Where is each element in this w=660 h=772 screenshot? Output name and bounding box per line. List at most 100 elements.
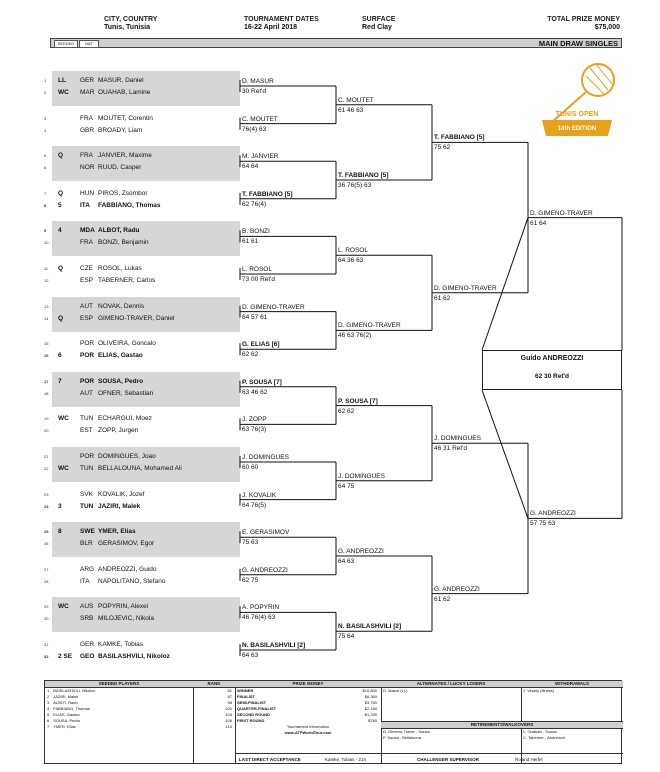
prize-round: SECOND ROUND xyxy=(237,712,270,717)
round-winner: P. SOUSA [7] xyxy=(242,378,282,386)
round-winner: G. ANDREOZZI xyxy=(434,585,480,593)
nationality: AUS xyxy=(80,603,94,611)
prize-row: FINALIST$6,360 xyxy=(235,694,381,700)
player-row: 13 AUT NOVAK, Dennis xyxy=(44,301,240,313)
seed-label: 7 xyxy=(58,377,62,385)
round-winner: D. GIMENO-TRAVER xyxy=(434,284,497,292)
player-name: ANDREOZZI, Guido xyxy=(98,565,157,573)
site-link[interactable]: www.ATPWorldTour.com xyxy=(284,730,332,735)
seed-label: WC xyxy=(58,89,69,96)
draw-number: 11 xyxy=(44,266,49,271)
tournament-logo: TUNIS OPEN 14th EDITION xyxy=(532,56,622,146)
seeded-rank: 106 xyxy=(225,718,232,723)
player-row: 3 FRA MOUTET, Corentin xyxy=(44,113,240,125)
draw-number: 28 xyxy=(44,578,49,584)
draw-number: 27 xyxy=(44,566,49,572)
player-name: ALBOT, Radu xyxy=(98,227,140,235)
seed-number: 6 xyxy=(47,718,50,723)
prize-amount: $1,290 xyxy=(364,712,377,717)
player-name: BASILASHVILI, Nikoloz xyxy=(98,653,170,660)
round-winner: N. BASILASHVILI [2] xyxy=(338,623,402,631)
player-name: MILOJEVIC, Nikola xyxy=(98,615,154,623)
round-winner: C. MOUTET xyxy=(338,96,374,104)
player-name: ZOPP, Jurgen xyxy=(98,427,139,435)
draw-number: 19 xyxy=(44,416,49,422)
withdrawal-entry: J. Vesely (Illness) xyxy=(523,688,555,693)
round-winner: T. FABBIANO [5] xyxy=(434,134,485,142)
nationality: FRA xyxy=(80,114,93,122)
prize-row: WINNER$10,800 xyxy=(235,688,381,694)
draw-number: 13 xyxy=(44,303,49,309)
seeded-player-name: ELIAS, Gastao xyxy=(53,712,80,717)
nationality: NOR xyxy=(80,164,95,172)
acceptance-row: LAST DIRECT ACCEPTANCE Kamke, Tobias - 2… xyxy=(235,753,623,765)
seed-label: WC xyxy=(58,415,69,423)
player-name: BROADY, Liam xyxy=(98,126,143,134)
match-score: 75 62 xyxy=(434,144,451,152)
round-winner: N. BASILASHVILI [2] xyxy=(242,642,306,649)
draw-number: 3 xyxy=(44,115,47,121)
nationality: MAR xyxy=(80,89,95,96)
match-score: 63 76(3) xyxy=(242,426,267,434)
final-score: 62 30 Ret'd xyxy=(534,373,570,380)
match-score: 75 64 xyxy=(338,633,355,641)
player-name: POPYRIN, Alexei xyxy=(98,603,149,611)
nationality: GEO xyxy=(80,653,95,660)
round-winner: J. DOMINGUES xyxy=(338,472,385,480)
round-winner: T. FABBIANO [5] xyxy=(242,190,293,198)
match-score: 62 75 xyxy=(242,576,259,584)
prize-round: QUARTER-FINALIST xyxy=(237,706,277,711)
match-score: 76(4) 63 xyxy=(242,125,267,133)
round-winner: G. ANDREOZZI xyxy=(242,566,288,574)
prize-row: SECOND ROUND $1,290 xyxy=(235,712,381,718)
match-score: 61 46 63 xyxy=(338,106,364,114)
draw-number: 4 xyxy=(44,127,47,133)
nationality: ESP xyxy=(80,277,94,284)
player-name: NOVAK, Dennis xyxy=(98,302,145,310)
player-name: MOUTET, Corentin xyxy=(98,114,153,122)
surface-value: Red Clay xyxy=(362,24,392,31)
nationality: HUN xyxy=(80,189,95,197)
surface-block: SURFACE Red Clay xyxy=(362,16,395,32)
title-bar: SEEDED NAT MAIN DRAW SINGLES xyxy=(50,38,622,48)
match-score: 62 62 xyxy=(338,407,355,415)
draw-number: 18 xyxy=(44,390,49,396)
nationality: TUN xyxy=(80,465,94,472)
player-name: SOUSA, Pedro xyxy=(98,377,144,385)
match-score: 63 46 62 xyxy=(242,388,268,396)
draw-number: 15 xyxy=(44,341,49,347)
nationality: AUT xyxy=(80,302,93,310)
rank-header: RANK xyxy=(193,681,235,688)
seed-label: 5 xyxy=(58,201,62,209)
round-winner: M. JANVIER xyxy=(242,153,279,161)
round-winner: L. ROSOL xyxy=(338,247,368,255)
draw-number: 29 xyxy=(44,604,49,610)
seed-label: 3 xyxy=(58,502,62,510)
draw-title: MAIN DRAW SINGLES xyxy=(538,39,618,48)
match-score: 75 63 xyxy=(242,539,259,547)
round-winner: J. DOMINGUES xyxy=(242,454,289,461)
seed-label: LL xyxy=(58,77,66,84)
last-direct-label: LAST DIRECT ACCEPTANCE xyxy=(239,757,301,762)
match-score: 46 76(4) 63 xyxy=(242,614,276,622)
nat-box: NAT xyxy=(79,40,99,48)
dates-value: 16-22 April 2018 xyxy=(244,24,298,31)
seeded-rank: 98 xyxy=(227,700,232,705)
player-name: OFNER, Sebastian xyxy=(98,389,154,397)
